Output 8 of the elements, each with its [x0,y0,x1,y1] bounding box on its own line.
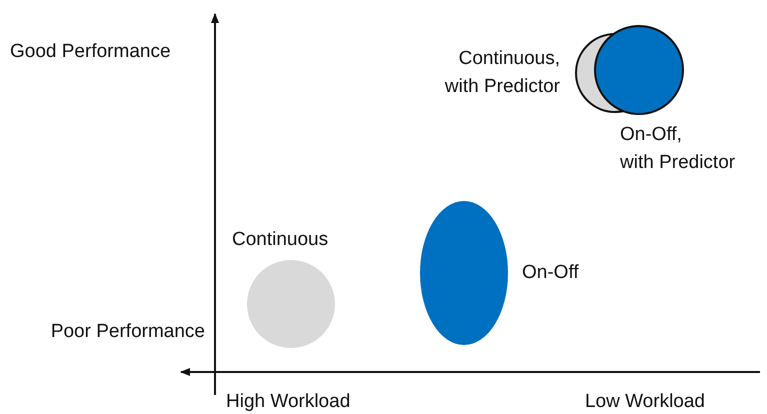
axis-label: High Workload [226,390,352,414]
axis-label: Good Performance [10,40,172,64]
series-label: Continuous, with Predictor [444,47,560,99]
axis-label: Low Workload [584,390,705,414]
axis-label: Poor Performance [50,320,205,344]
series-label: On-Off [522,261,580,285]
series-label: On-Off, with Predictor [620,123,736,175]
series-label: Continuous [232,228,330,252]
